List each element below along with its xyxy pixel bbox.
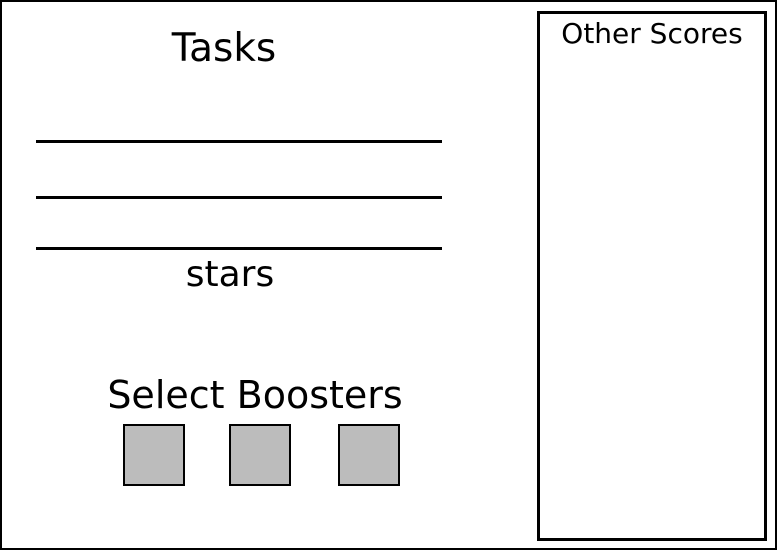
other-scores-panel: Other Scores xyxy=(537,11,767,541)
stars-label: stars xyxy=(185,254,275,295)
booster-slot-3[interactable] xyxy=(338,424,400,486)
booster-slot-2[interactable] xyxy=(229,424,291,486)
other-scores-title: Other Scores xyxy=(561,17,743,50)
task-line-2 xyxy=(36,196,442,199)
tasks-title: Tasks xyxy=(171,26,277,71)
task-line-3 xyxy=(36,247,442,250)
task-line-1 xyxy=(36,140,442,143)
booster-slot-1[interactable] xyxy=(123,424,185,486)
select-boosters-title: Select Boosters xyxy=(107,373,403,417)
